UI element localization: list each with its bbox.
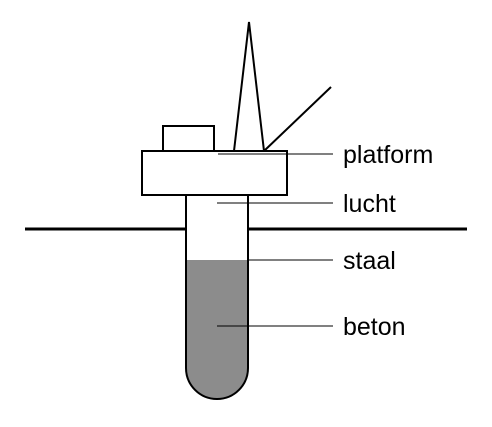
label-staal: staal	[343, 247, 396, 275]
platform-mast	[232, 21, 266, 152]
crane-arm	[263, 86, 332, 152]
label-beton: beton	[343, 313, 406, 341]
steel-tube	[185, 195, 249, 400]
platform-cabin	[162, 125, 215, 152]
concrete-fill	[186, 260, 248, 399]
platform-deck	[141, 150, 288, 196]
label-platform: platform	[343, 141, 433, 169]
label-lucht: lucht	[343, 190, 396, 218]
